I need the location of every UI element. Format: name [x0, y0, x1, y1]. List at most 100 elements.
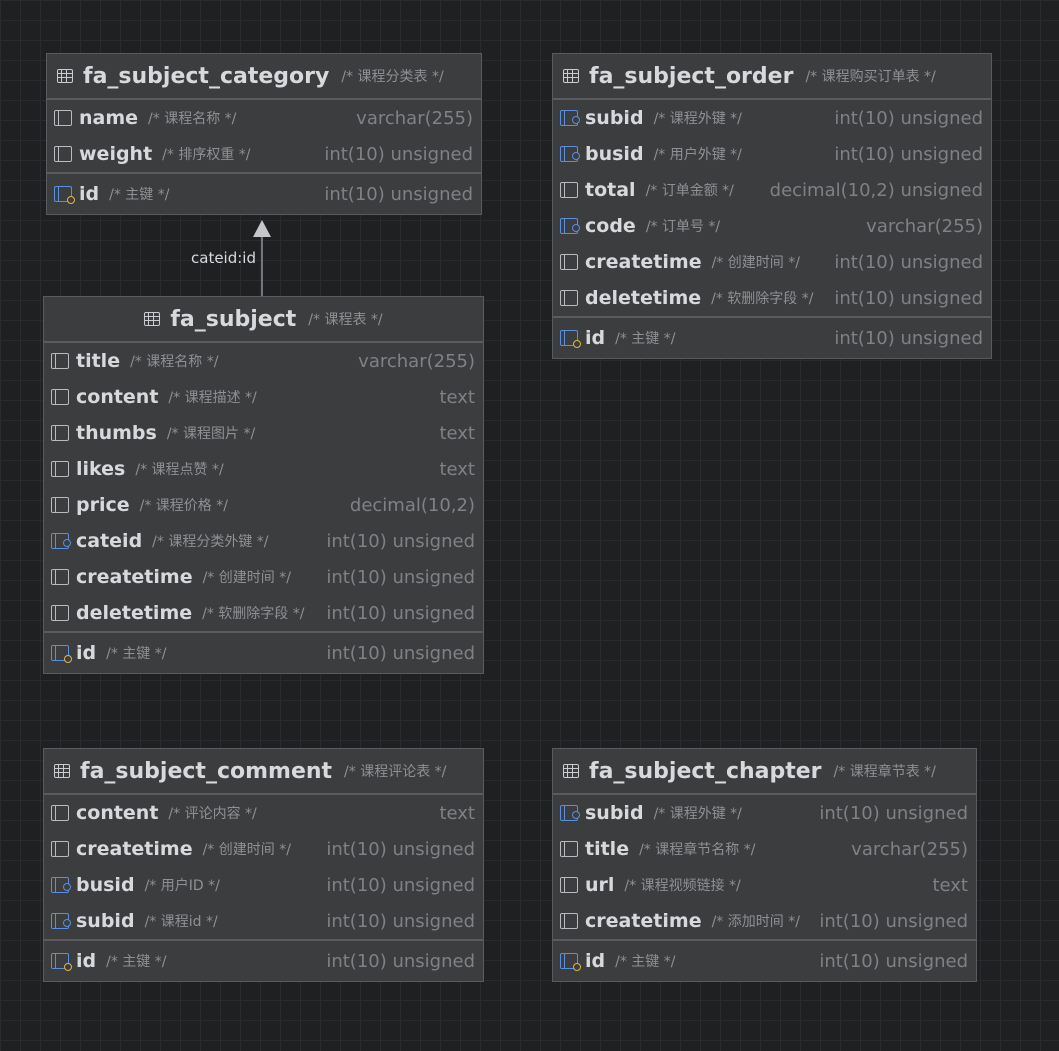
column-name: total: [585, 179, 636, 201]
column-row-thumbs[interactable]: thumbs /* 课程图片 */ text: [44, 415, 483, 451]
column-comment: /* 课程描述 */: [168, 390, 257, 406]
column-type: int(10) unsigned: [834, 251, 983, 273]
column-icon: [560, 182, 578, 198]
column-type: varchar(255): [358, 350, 475, 372]
relation-arrowhead: [253, 220, 271, 237]
column-name: content: [76, 802, 159, 824]
column-type: int(10) unsigned: [819, 950, 968, 972]
foreign-key-icon: [51, 533, 71, 549]
column-type: varchar(255): [851, 838, 968, 860]
table-header[interactable]: fa_subject /* 课程表 */: [44, 297, 483, 343]
column-type: int(10) unsigned: [324, 183, 473, 205]
column-row-subid[interactable]: subid /* 课程id */ int(10) unsigned: [44, 903, 483, 939]
column-comment: /* 用户ID */: [144, 878, 220, 894]
column-comment: /* 软删除字段 */: [202, 606, 305, 622]
column-row-busid[interactable]: busid /* 用户外键 */ int(10) unsigned: [553, 136, 991, 172]
table-name: fa_subject_comment: [80, 758, 333, 784]
column-name: name: [79, 107, 139, 129]
column-icon: [51, 569, 69, 585]
column-row-subid[interactable]: subid /* 课程外键 */ int(10) unsigned: [553, 100, 991, 136]
column-comment: /* 课程价格 */: [139, 498, 228, 514]
table-fa-subject-order[interactable]: fa_subject_order /* 课程购买订单表 */ subid /* …: [552, 53, 992, 359]
table-name: fa_subject_category: [83, 63, 330, 89]
column-row-title[interactable]: title /* 课程章节名称 */ varchar(255): [553, 831, 976, 867]
column-comment: /* 订单金额 */: [645, 183, 734, 199]
table-fa-subject-comment[interactable]: fa_subject_comment /* 课程评论表 */ content /…: [43, 748, 484, 982]
table-header[interactable]: fa_subject_order /* 课程购买订单表 */: [553, 54, 991, 100]
column-row-id[interactable]: id /* 主键 */ int(10) unsigned: [553, 939, 976, 981]
table-icon: [563, 764, 579, 778]
column-row-price[interactable]: price /* 课程价格 */ decimal(10,2): [44, 487, 483, 523]
column-row-createtime[interactable]: createtime /* 创建时间 */ int(10) unsigned: [44, 559, 483, 595]
column-row-busid[interactable]: busid /* 用户ID */ int(10) unsigned: [44, 867, 483, 903]
column-icon: [560, 841, 578, 857]
column-row-title[interactable]: title /* 课程名称 */ varchar(255): [44, 343, 483, 379]
column-comment: /* 主键 */: [615, 331, 676, 347]
table-fa-subject-category[interactable]: fa_subject_category /* 课程分类表 */ name /* …: [46, 53, 482, 215]
column-comment: /* 创建时间 */: [202, 842, 291, 858]
column-name: createtime: [76, 838, 193, 860]
table-comment: /* 课程购买订单表 */: [805, 69, 936, 85]
column-row-id[interactable]: id /* 主键 */ int(10) unsigned: [553, 316, 991, 358]
column-row-name[interactable]: name /* 课程名称 */ varchar(255): [47, 100, 481, 136]
column-icon: [51, 805, 69, 821]
column-row-cateid[interactable]: cateid /* 课程分类外键 */ int(10) unsigned: [44, 523, 483, 559]
column-icon: [54, 146, 72, 162]
column-row-createtime[interactable]: createtime /* 创建时间 */ int(10) unsigned: [553, 244, 991, 280]
column-name: busid: [585, 143, 644, 165]
table-header[interactable]: fa_subject_chapter /* 课程章节表 */: [553, 749, 976, 795]
primary-key-icon: [54, 186, 75, 204]
column-row-content[interactable]: content /* 评论内容 */ text: [44, 795, 483, 831]
column-row-weight[interactable]: weight /* 排序权重 */ int(10) unsigned: [47, 136, 481, 172]
column-row-id[interactable]: id /* 主键 */ int(10) unsigned: [44, 631, 483, 673]
column-type: text: [439, 422, 475, 444]
column-icon: [51, 605, 69, 621]
column-row-deletetime[interactable]: deletetime /* 软删除字段 */ int(10) unsigned: [44, 595, 483, 631]
column-row-subid[interactable]: subid /* 课程外键 */ int(10) unsigned: [553, 795, 976, 831]
primary-key-icon: [560, 330, 581, 348]
column-row-code[interactable]: code /* 订单号 */ varchar(255): [553, 208, 991, 244]
column-row-id[interactable]: id /* 主键 */ int(10) unsigned: [44, 939, 483, 981]
column-comment: /* 主键 */: [106, 954, 167, 970]
table-fa-subject[interactable]: fa_subject /* 课程表 */ title /* 课程名称 */ va…: [43, 296, 484, 674]
column-name: id: [79, 183, 100, 205]
table-name: fa_subject: [170, 306, 297, 332]
column-row-createtime[interactable]: createtime /* 添加时间 */ int(10) unsigned: [553, 903, 976, 939]
column-comment: /* 课程视频链接 */: [624, 878, 741, 894]
column-name: busid: [76, 874, 135, 896]
column-row-content[interactable]: content /* 课程描述 */ text: [44, 379, 483, 415]
column-comment: /* 课程名称 */: [130, 354, 219, 370]
column-icon: [51, 461, 69, 477]
column-type: int(10) unsigned: [326, 530, 475, 552]
column-type: varchar(255): [866, 215, 983, 237]
column-type: decimal(10,2): [349, 494, 475, 516]
column-type: int(10) unsigned: [834, 143, 983, 165]
column-type: text: [439, 458, 475, 480]
column-name: deletetime: [76, 602, 193, 624]
column-name: createtime: [76, 566, 193, 588]
column-name: weight: [79, 143, 153, 165]
table-header[interactable]: fa_subject_category /* 课程分类表 */: [47, 54, 481, 100]
column-comment: /* 订单号 */: [645, 219, 721, 235]
column-comment: /* 创建时间 */: [202, 570, 291, 586]
column-row-total[interactable]: total /* 订单金额 */ decimal(10,2) unsigned: [553, 172, 991, 208]
column-row-id[interactable]: id /* 主键 */ int(10) unsigned: [47, 172, 481, 214]
column-type: int(10) unsigned: [834, 327, 983, 349]
primary-key-icon: [51, 953, 72, 971]
column-row-deletetime[interactable]: deletetime /* 软删除字段 */ int(10) unsigned: [553, 280, 991, 316]
table-header[interactable]: fa_subject_comment /* 课程评论表 */: [44, 749, 483, 795]
column-row-url[interactable]: url /* 课程视频链接 */ text: [553, 867, 976, 903]
table-icon: [54, 764, 70, 778]
column-row-createtime[interactable]: createtime /* 创建时间 */ int(10) unsigned: [44, 831, 483, 867]
table-icon: [144, 312, 161, 326]
column-comment: /* 课程id */: [144, 914, 218, 930]
table-comment: /* 课程评论表 */: [344, 764, 447, 780]
column-name: deletetime: [585, 287, 702, 309]
table-fa-subject-chapter[interactable]: fa_subject_chapter /* 课程章节表 */ subid /* …: [552, 748, 977, 982]
column-comment: /* 评论内容 */: [168, 806, 257, 822]
column-row-likes[interactable]: likes /* 课程点赞 */ text: [44, 451, 483, 487]
column-name: code: [585, 215, 636, 237]
column-type: int(10) unsigned: [326, 838, 475, 860]
table-name: fa_subject_order: [589, 63, 794, 89]
